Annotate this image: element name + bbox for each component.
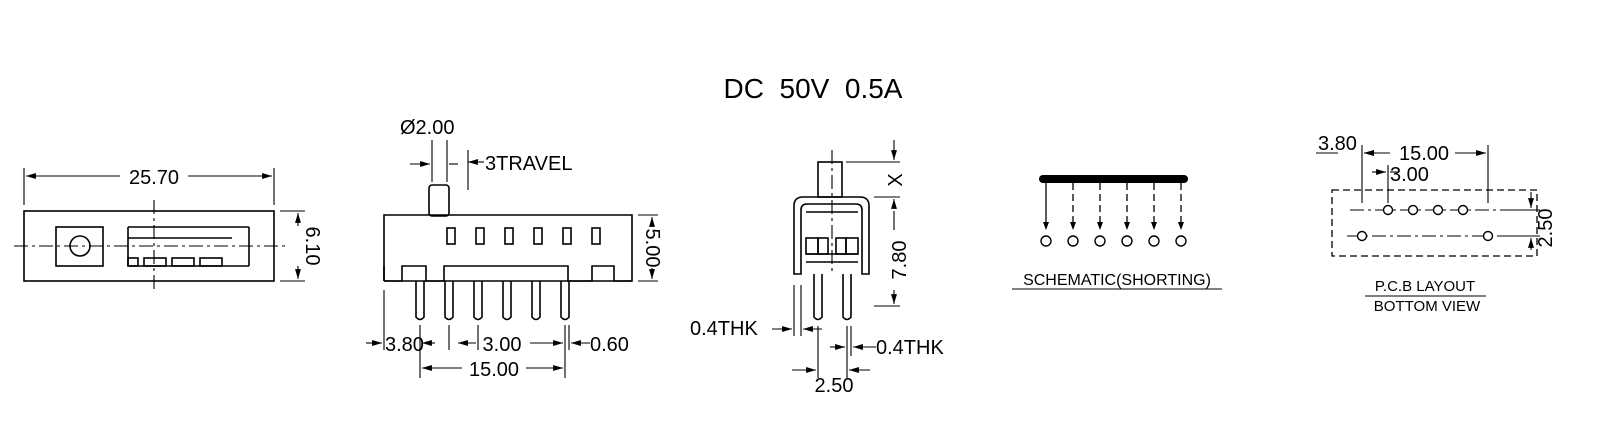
schematic-lead-arrow (1097, 222, 1103, 230)
front-view: 25.70 6.10 (14, 167, 323, 293)
pcb-caption-top: P.C.B LAYOUT (1375, 278, 1475, 295)
end-view: X 7.80 0.4THK 0.4THK 2.50 (690, 140, 944, 397)
end-pin-left (813, 274, 823, 321)
front-contact-1 (127, 257, 139, 267)
pcb-caption-bottom: BOTTOM VIEW (1374, 298, 1481, 315)
end-contact-left-b (817, 237, 829, 255)
end-contact-right-a (835, 237, 847, 255)
side-body-outline (383, 214, 633, 282)
schematic-lead-arrow (1043, 222, 1049, 230)
pcb-span-dim: 15.00 (1399, 143, 1449, 165)
side-pitch-dim: 3.00 (483, 334, 522, 356)
side-window-6 (591, 227, 601, 245)
front-knob-circle (69, 235, 91, 257)
end-thk-right-dim: 0.4THK (876, 337, 944, 359)
front-contact-3 (171, 257, 195, 267)
front-actuator-window (55, 226, 104, 267)
side-window-2 (475, 227, 485, 245)
pcb-outline (1331, 189, 1538, 257)
pcb-hole (1407, 204, 1419, 216)
front-length-dim: 25.70 (129, 167, 179, 189)
pcb-hole (1482, 230, 1494, 242)
side-window-4 (533, 227, 543, 245)
pcb-row-dim: 2.50 (1535, 209, 1557, 248)
schematic-terminal (1094, 235, 1106, 247)
side-view: Ø2.00 3TRAVEL 5.00 3.80 3.00 0.60 15.00 (366, 117, 663, 381)
schematic-lead-arrow (1070, 222, 1076, 230)
side-window-3 (504, 227, 514, 245)
end-x-dim: X (885, 173, 907, 186)
schematic-terminal (1067, 235, 1079, 247)
schematic-lead-arrow (1124, 222, 1130, 230)
side-first-pin-dim: 3.80 (385, 334, 424, 356)
side-travel-dim: 3TRAVEL (485, 153, 572, 175)
pcb-layout: 3.80 15.00 3.00 2.50 P.C.B LAYOUT BOTTOM… (1316, 133, 1557, 315)
end-pin-right (842, 274, 852, 321)
side-knob-dia-dim: Ø2.00 (400, 117, 454, 139)
end-height-dim: 7.80 (889, 241, 911, 280)
end-contact-right-b (845, 237, 859, 255)
schematic-terminal (1040, 235, 1052, 247)
schematic-terminal (1175, 235, 1187, 247)
schematic-caption: SCHEMATIC(SHORTING) (1023, 272, 1211, 289)
side-span-dim: 15.00 (469, 359, 519, 381)
pcb-pitch-dim: 3.00 (1390, 164, 1429, 186)
pcb-holes (1356, 204, 1494, 242)
end-contact-left-a (805, 237, 819, 255)
pcb-offset-dim: 3.80 (1318, 133, 1357, 155)
side-knob (428, 184, 450, 217)
end-thk-left-dim: 0.4THK (690, 318, 758, 340)
pcb-hole (1457, 204, 1469, 216)
schematic-terminal (1148, 235, 1160, 247)
schematic-lead-arrow (1151, 222, 1157, 230)
side-window-5 (562, 227, 572, 245)
schematic-lead-arrow (1178, 222, 1184, 230)
end-frame (793, 196, 870, 275)
pcb-hole (1382, 204, 1394, 216)
pcb-hole (1356, 230, 1368, 242)
pcb-hole (1432, 204, 1444, 216)
schematic: SCHEMATIC(SHORTING) (1012, 175, 1222, 290)
end-knob (817, 161, 843, 198)
schematic-terminal (1121, 235, 1133, 247)
rating-title: DC 50V 0.5A (724, 73, 903, 104)
front-contact-2 (143, 257, 167, 267)
end-row-dim: 2.50 (815, 375, 854, 397)
side-window-1 (446, 227, 456, 245)
side-pin-width-dim: 0.60 (590, 334, 629, 356)
front-contact-4 (199, 257, 223, 267)
side-height-dim: 5.00 (641, 229, 663, 268)
side-pins (415, 281, 570, 321)
front-height-dim: 6.10 (301, 227, 323, 266)
schematic-leads (1040, 183, 1187, 247)
